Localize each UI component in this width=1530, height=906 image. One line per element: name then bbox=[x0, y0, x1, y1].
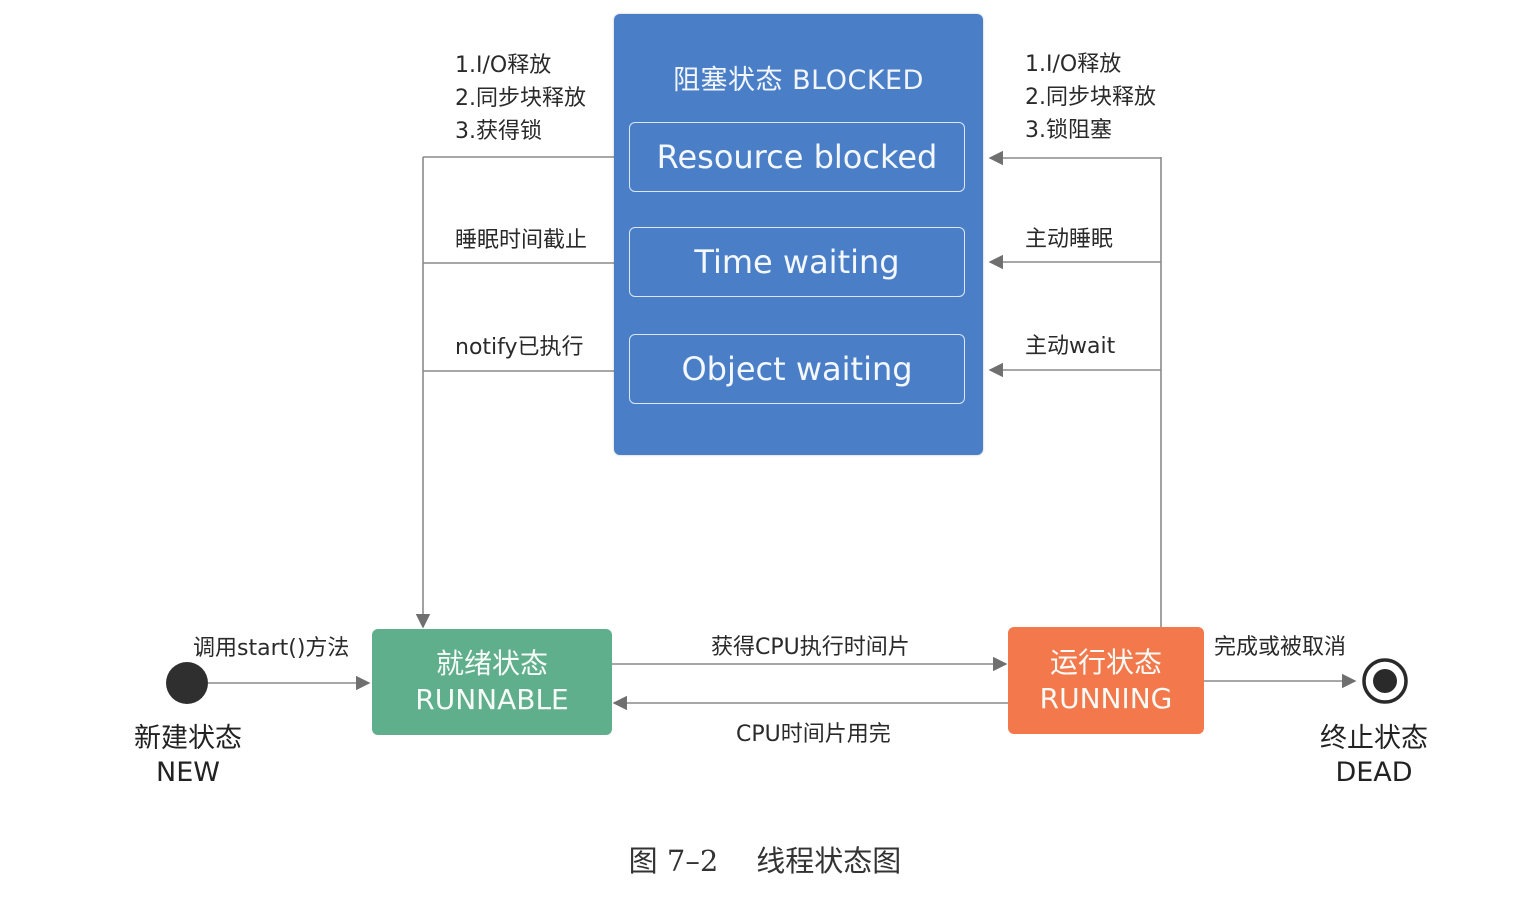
cpu-done-transition-label: CPU时间片用完 bbox=[736, 722, 891, 747]
new-state-node bbox=[166, 662, 208, 704]
running-state-box: 运行状态 RUNNING bbox=[1008, 627, 1204, 734]
dead-state-label-cn: 终止状态 bbox=[1320, 723, 1428, 754]
running-label-cn: 运行状态 bbox=[1049, 645, 1162, 679]
runnable-state-box: 就绪状态 RUNNABLE bbox=[372, 629, 612, 735]
right-top-label-1: 1.I/O释放 bbox=[1025, 52, 1122, 77]
runnable-label-cn: 就绪状态 bbox=[435, 647, 548, 680]
start-transition-label: 调用start()方法 bbox=[193, 636, 350, 661]
figure-number: 图 7–2 bbox=[628, 844, 719, 878]
right-middle-label: 主动睡眠 bbox=[1025, 227, 1114, 252]
substate-time-waiting: Time waiting bbox=[629, 227, 965, 297]
left-top-labels: 1.I/O释放 2.同步块释放 3.获得锁 bbox=[455, 49, 586, 148]
substate-resource-blocked: Resource blocked bbox=[629, 122, 965, 192]
dead-state-node-outer bbox=[1362, 658, 1408, 704]
running-label-en: RUNNING bbox=[1039, 681, 1173, 715]
substate-object-waiting: Object waiting bbox=[629, 334, 965, 404]
left-top-label-1: 1.I/O释放 bbox=[455, 53, 552, 78]
new-state-label-cn: 新建状态 bbox=[134, 723, 242, 754]
left-top-label-3: 3.获得锁 bbox=[455, 119, 542, 144]
right-top-labels: 1.I/O释放 2.同步块释放 3.锁阻塞 bbox=[1025, 48, 1156, 147]
dead-state-label-en: DEAD bbox=[1335, 757, 1413, 788]
new-state-label: 新建状态 NEW bbox=[129, 722, 247, 790]
new-state-label-en: NEW bbox=[156, 757, 220, 788]
get-cpu-transition-label: 获得CPU执行时间片 bbox=[711, 635, 910, 660]
dead-state-node-inner bbox=[1373, 669, 1397, 693]
blocked-title: 阻塞状态 BLOCKED bbox=[673, 65, 924, 96]
right-bottom-label: 主动wait bbox=[1025, 334, 1116, 359]
figure-title: 线程状态图 bbox=[756, 844, 902, 878]
right-top-label-2: 2.同步块释放 bbox=[1025, 85, 1156, 110]
figure-caption: 图 7–2 线程状态图 bbox=[0, 838, 1530, 880]
runnable-label-en: RUNNABLE bbox=[415, 683, 569, 716]
finish-transition-label: 完成或被取消 bbox=[1214, 635, 1347, 660]
right-top-label-3: 3.锁阻塞 bbox=[1025, 118, 1112, 143]
dead-state-label: 终止状态 DEAD bbox=[1315, 722, 1433, 790]
left-bottom-label: notify已执行 bbox=[455, 335, 584, 360]
left-top-label-2: 2.同步块释放 bbox=[455, 86, 586, 111]
left-middle-label: 睡眠时间截止 bbox=[455, 228, 588, 253]
blocked-state-panel: 阻塞状态 BLOCKED Resource blocked Time waiti… bbox=[614, 14, 983, 455]
